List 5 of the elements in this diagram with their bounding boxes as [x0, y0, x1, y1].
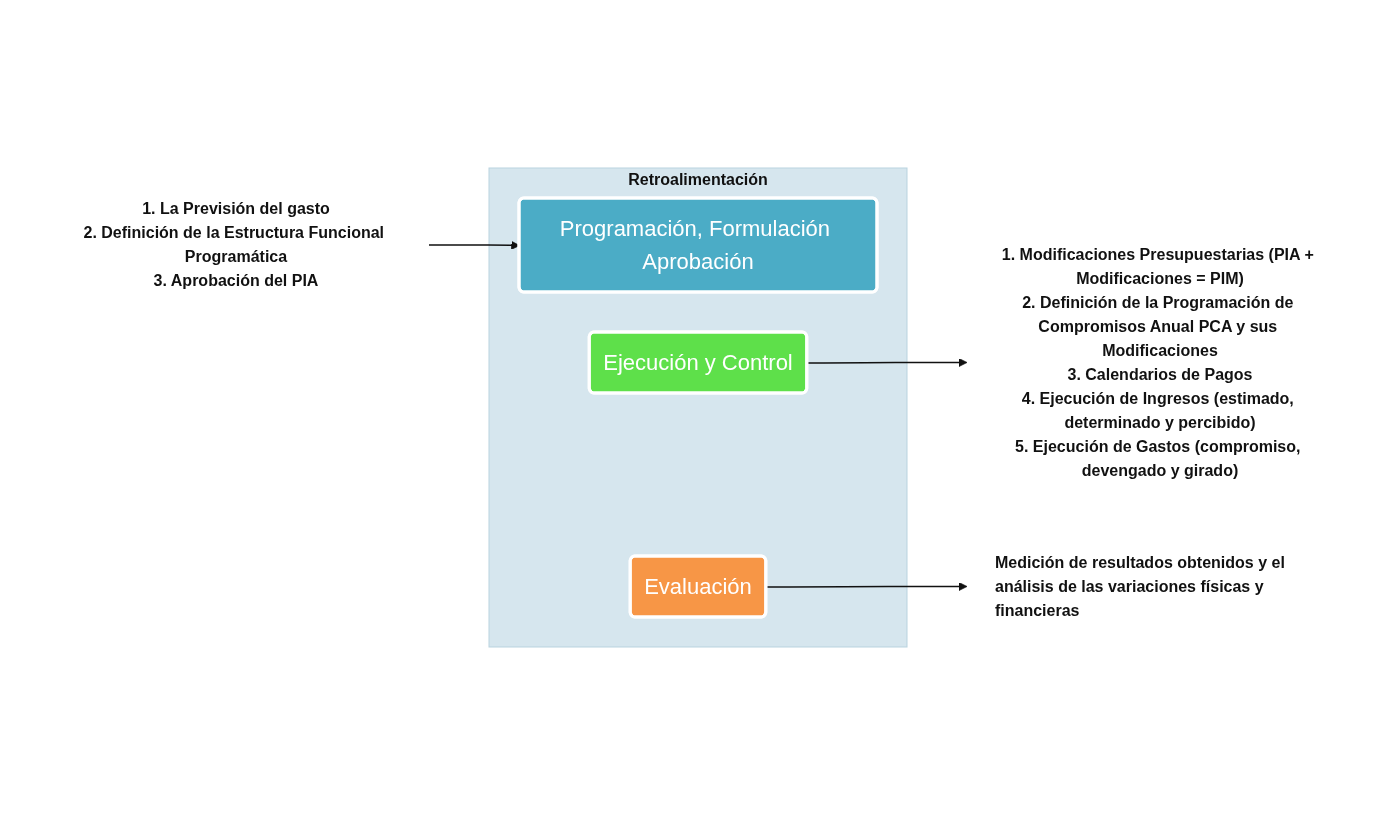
node-text: 1. Modificaciones Presupuestarias (PIA + Modificaciones = PIM) 2. Definición de la Programación de Compromisos Anual PCA y sus Modificaciones 3. Calendarios de Pagos 4. Ejecución de Ingresos (estimado, determinado y percibido) 5. Ejecución de Gastos (compromiso, devengado y girado)	[1001, 245, 1314, 478]
arrow	[806, 357, 967, 367]
node-text: 1. La Previsión del gasto 2. Definición de la Estructura Funcional Programática 3. Aprobación del PIA	[83, 199, 384, 289]
arrow	[765, 581, 967, 591]
node-text: Medición de resultados obtenidos y el análisis de las variaciones físicas y financieras	[994, 553, 1285, 618]
